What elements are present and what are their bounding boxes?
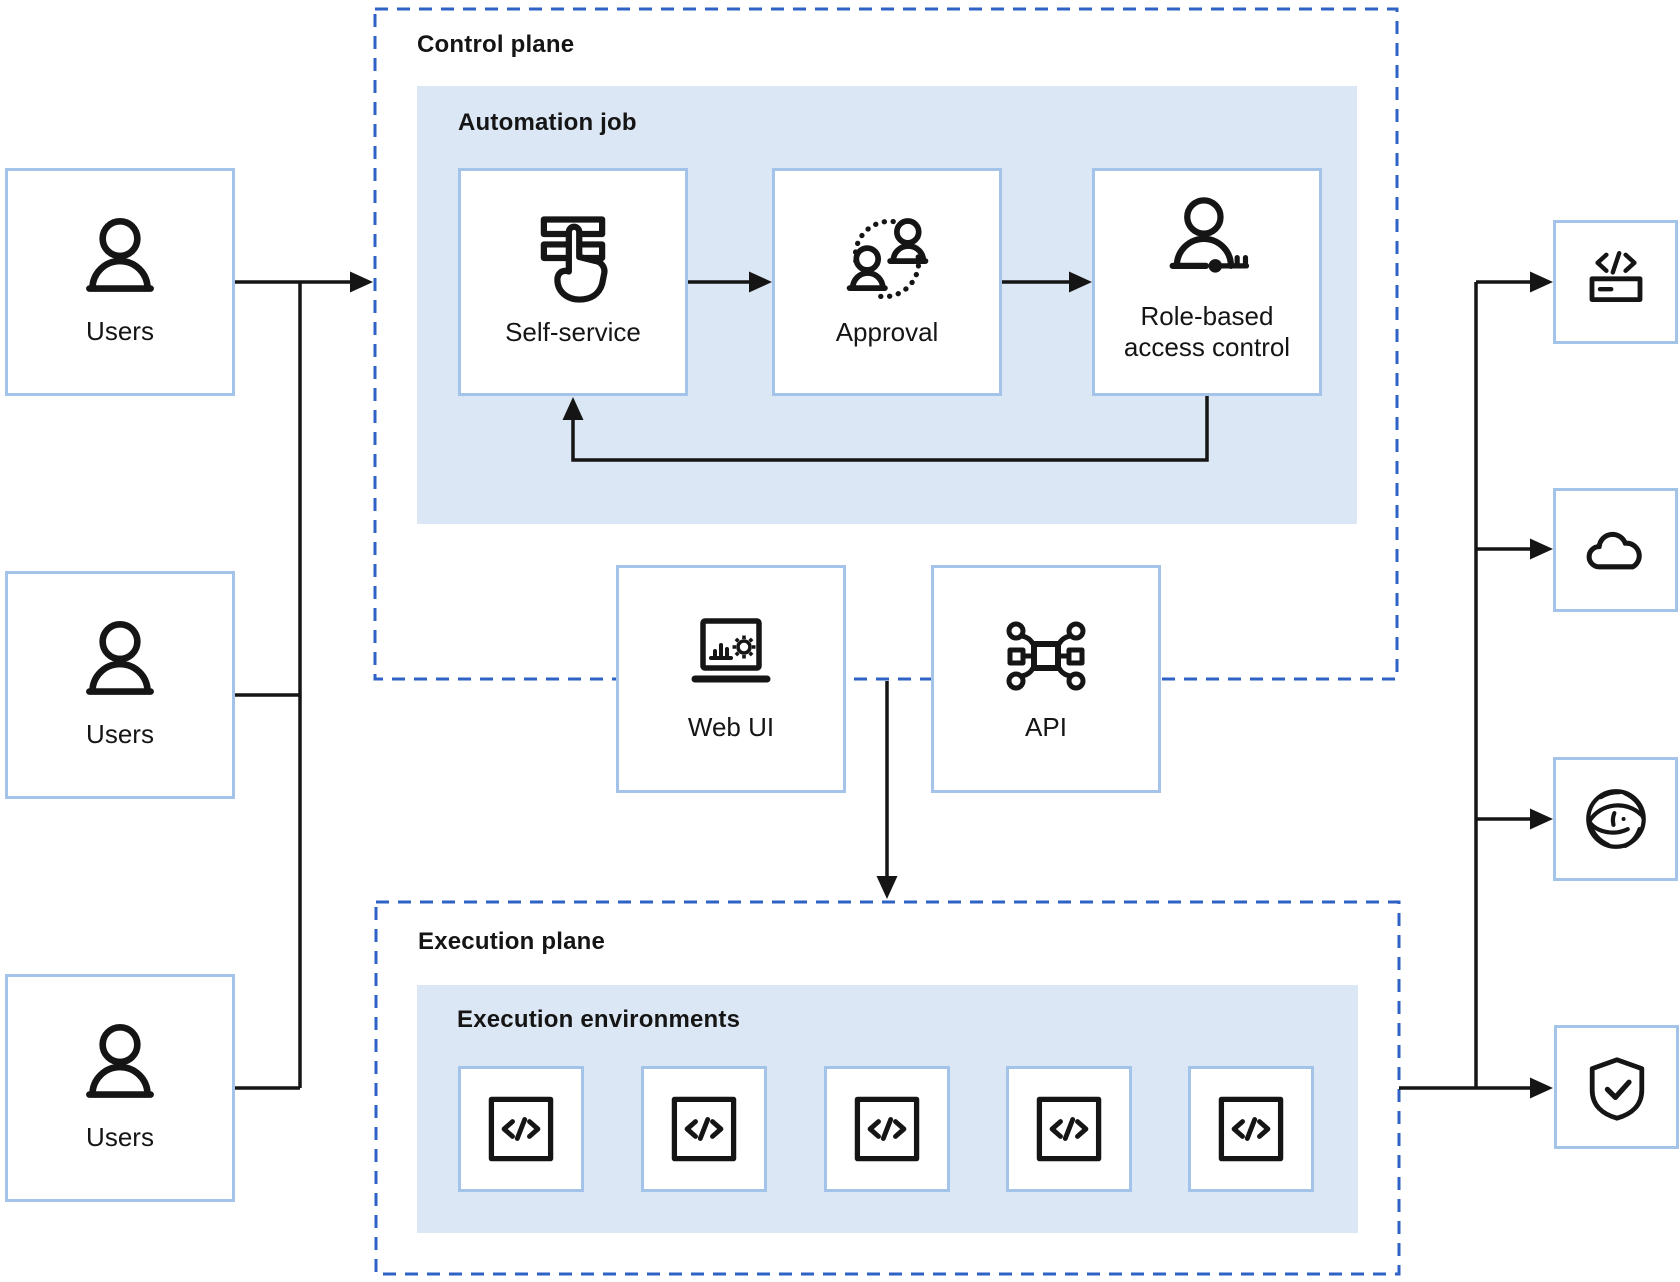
rbac-label: Role-based access control — [1123, 301, 1291, 362]
approval-exchange-icon — [835, 207, 939, 311]
self-service-label: Self-service — [505, 316, 641, 347]
api-node: API — [931, 565, 1161, 793]
target-node-automation — [1553, 220, 1678, 344]
code-box-icon — [1032, 1092, 1106, 1166]
api-nodes-icon — [996, 606, 1096, 706]
laptop-chart-gear-icon — [681, 606, 781, 706]
users-node-3: Users — [5, 974, 235, 1202]
execution-plane-title: Execution plane — [418, 928, 606, 955]
users-label: Users — [86, 1121, 154, 1152]
user-icon — [69, 208, 171, 310]
target-node-cloud — [1553, 488, 1678, 612]
users-node-1: Users — [5, 168, 235, 396]
control-plane-title: Control plane — [417, 31, 575, 58]
code-terminal-icon — [1576, 242, 1656, 322]
target-node-security — [1554, 1025, 1679, 1149]
web-ui-node: Web UI — [616, 565, 846, 793]
user-key-icon — [1155, 191, 1259, 295]
self-service-node: Self-service — [458, 168, 688, 396]
code-box-icon — [667, 1092, 741, 1166]
execution-environment-node — [1188, 1066, 1314, 1192]
users-node-2: Users — [5, 571, 235, 799]
shield-check-icon — [1577, 1047, 1657, 1127]
execution-environments-title: Execution environments — [457, 1006, 741, 1033]
user-icon — [69, 1014, 171, 1116]
users-label: Users — [86, 718, 154, 749]
execution-environment-node — [824, 1066, 950, 1192]
web-ui-label: Web UI — [687, 711, 775, 742]
approval-label: Approval — [835, 316, 939, 347]
code-box-icon — [850, 1092, 924, 1166]
execution-environment-node — [641, 1066, 767, 1192]
self-service-hand-icon — [521, 207, 625, 311]
api-label: API — [1025, 711, 1067, 742]
code-box-icon — [484, 1092, 558, 1166]
approval-node: Approval — [772, 168, 1002, 396]
automation-job-title: Automation job — [458, 109, 637, 136]
target-node-platform — [1553, 757, 1678, 881]
user-icon — [69, 611, 171, 713]
cloud-icon — [1574, 508, 1658, 592]
execution-environment-node — [458, 1066, 584, 1192]
users-label: Users — [86, 315, 154, 346]
rbac-node: Role-based access control — [1092, 168, 1322, 396]
code-box-icon — [1214, 1092, 1288, 1166]
sphere-swirl-icon — [1574, 777, 1658, 861]
execution-environment-node — [1006, 1066, 1132, 1192]
